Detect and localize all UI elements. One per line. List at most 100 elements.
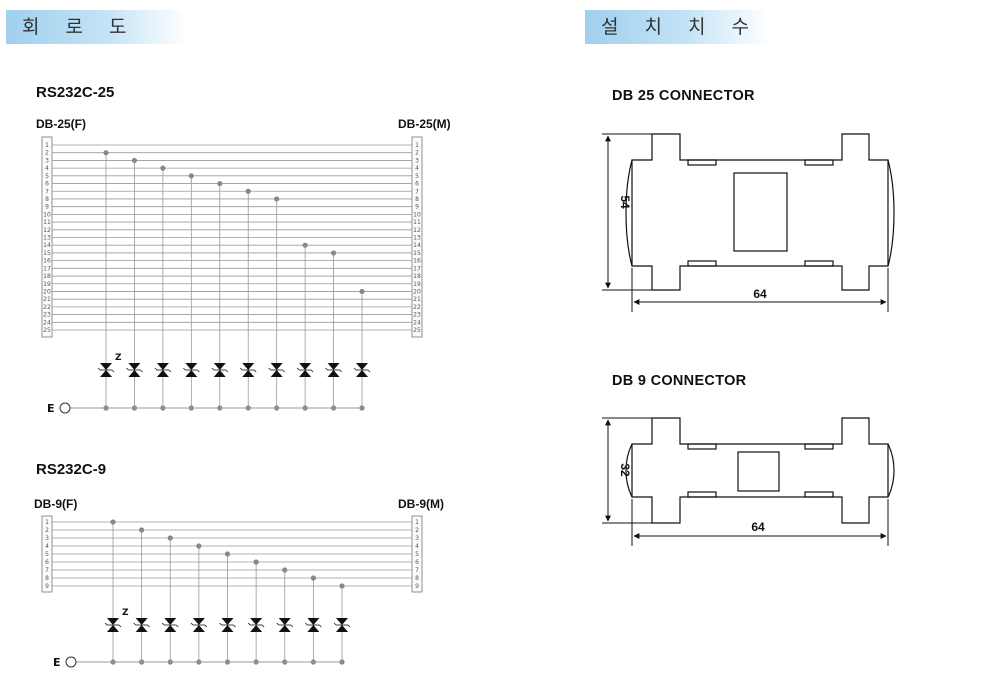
install-dimensions-header: 설 치 치 수 xyxy=(585,10,770,44)
rs25-male-connector xyxy=(411,136,423,338)
rs9-tvs-diode-bar xyxy=(305,622,308,626)
rs25-pin-label-right: 15 xyxy=(413,250,421,257)
rs25-pin-label-left: 4 xyxy=(45,165,49,172)
rs25-tvs-diode-bar xyxy=(282,369,285,373)
rs9-tap-dot xyxy=(196,543,202,549)
rs25-pin-label-left: 22 xyxy=(43,304,51,311)
rs9-pin-label-left: 4 xyxy=(45,543,49,550)
rs25-pin-label-left: 6 xyxy=(45,181,49,188)
db25-connector-outline xyxy=(625,133,895,291)
rs25-pin-label-left: 5 xyxy=(45,173,49,180)
rs25-z-label: Z xyxy=(115,353,122,363)
rs25-tvs-diode-bar xyxy=(253,369,257,373)
rs9-tvs-diode xyxy=(107,625,119,632)
rs9-pin-label-right: 6 xyxy=(415,559,419,566)
rs25-pin-label-right: 6 xyxy=(415,181,419,188)
rs25-pin-label-left: 16 xyxy=(43,258,51,265)
rs25-pin-label-left: 11 xyxy=(43,219,51,226)
rs25-pin-label-left: 13 xyxy=(43,235,51,242)
rs25-tap-dot xyxy=(274,196,280,202)
rs25-pin-label-right: 23 xyxy=(413,312,421,319)
rs9-tap-dot xyxy=(282,567,288,573)
rs9-pin-label-left: 8 xyxy=(45,575,49,582)
rs9-pin-label-right: 3 xyxy=(415,535,419,542)
rs9-tvs-diode xyxy=(164,625,177,632)
rs9-tvs-diode xyxy=(221,618,234,625)
rs25-pin-label-left: 23 xyxy=(43,312,51,319)
rs25-tap-dot xyxy=(330,250,337,256)
rs25-pin-label-right: 22 xyxy=(413,304,421,311)
rs9-tvs-diode-bar xyxy=(161,622,165,626)
rs9-pin-label-left: 1 xyxy=(45,519,49,526)
rs232c-9-title: RS232C-9 xyxy=(36,461,107,478)
rs25-pin-label-left: 14 xyxy=(43,242,51,249)
rs25-tvs-diode-bar xyxy=(225,369,229,373)
rs25-tap-dot xyxy=(160,165,166,171)
rs25-tvs-diode-bar xyxy=(126,367,129,371)
db25-width-dimension xyxy=(631,268,889,312)
rs25-tvs-diode-bar xyxy=(211,367,215,371)
rs25-pin-label-left: 1 xyxy=(45,142,49,149)
rs25-tvs-diode-bar xyxy=(168,369,172,373)
rs9-tvs-diode xyxy=(307,625,320,632)
rs9-tvs-diode xyxy=(250,625,263,632)
rs25-tvs-diode xyxy=(327,363,340,370)
rs9-pin-label-left: 5 xyxy=(45,551,49,558)
rs25-tvs-diode xyxy=(128,370,141,377)
rs25-tvs-diode xyxy=(100,363,112,370)
rs25-pin-label-right: 3 xyxy=(415,157,419,164)
rs25-pin-label-right: 7 xyxy=(415,188,419,195)
rs25-pin-label-right: 2 xyxy=(415,150,419,157)
rs25-tvs-diode-bar xyxy=(268,367,271,371)
rs25-pin-label-right: 13 xyxy=(413,235,421,242)
rs9-tvs-diode-bar xyxy=(175,624,179,628)
rs9-ground-label: E xyxy=(53,656,61,669)
rs25-tvs-diode-bar xyxy=(111,369,115,373)
rs9-pin-label-left: 6 xyxy=(45,559,49,566)
rs9-pin-label-right: 2 xyxy=(415,527,419,534)
rs9-tap-dot xyxy=(310,575,316,581)
rs25-tvs-diode xyxy=(213,363,226,370)
rs9-tap-dot xyxy=(253,559,259,565)
rs25-tvs-diode-bar xyxy=(140,369,143,373)
rs25-tap-dot xyxy=(302,242,308,248)
rs9-tvs-diode-bar xyxy=(233,624,236,628)
rs25-pin-label-left: 12 xyxy=(43,227,51,234)
rs25-tvs-diode-bar xyxy=(197,369,200,373)
rs25-pin-label-left: 7 xyxy=(45,188,49,195)
rs25-tvs-diode xyxy=(299,370,312,377)
rs25-pin-label-right: 11 xyxy=(413,219,421,226)
rs25-pin-label-right: 10 xyxy=(413,211,421,218)
rs9-pin-label-right: 1 xyxy=(415,519,419,526)
rs25-pin-label-right: 4 xyxy=(415,165,419,172)
rs25-tvs-diode xyxy=(327,370,340,377)
rs25-pin-label-right: 20 xyxy=(413,288,421,295)
db25-height-value: 54 xyxy=(618,195,632,209)
rs25-tvs-diode xyxy=(156,363,169,370)
db9-height-value: 32 xyxy=(618,463,632,477)
rs25-tap-dot xyxy=(188,173,194,179)
rs9-tvs-diode-bar xyxy=(133,622,136,626)
rs25-tvs-diode-bar xyxy=(239,367,243,371)
db25-male-label: DB-25(M) xyxy=(398,117,451,131)
rs25-pin-label-left: 15 xyxy=(43,250,51,257)
rs9-tvs-diode xyxy=(135,625,148,632)
rs9-tvs-diode xyxy=(221,625,234,632)
db25-female-label: DB-25(F) xyxy=(36,117,86,131)
rs9-tvs-diode-bar xyxy=(333,622,337,626)
rs9-pin-label-left: 7 xyxy=(45,567,49,574)
rs25-tap-dot xyxy=(245,188,251,194)
rs25-pin-label-left: 20 xyxy=(43,288,51,295)
rs9-tap-dot xyxy=(139,527,145,533)
rs25-pin-label-right: 24 xyxy=(413,319,421,326)
rs9-z-label: Z xyxy=(122,608,129,618)
rs25-pin-label-left: 9 xyxy=(45,204,49,211)
rs9-tap-dot xyxy=(224,551,231,557)
rs9-tvs-diode-bar xyxy=(219,622,222,626)
rs25-pin-label-right: 12 xyxy=(413,227,421,234)
rs9-tvs-diode-bar xyxy=(118,624,122,628)
rs25-pin-label-left: 10 xyxy=(43,211,51,218)
rs25-pin-label-left: 19 xyxy=(43,281,51,288)
rs25-tap-dot xyxy=(217,180,223,187)
